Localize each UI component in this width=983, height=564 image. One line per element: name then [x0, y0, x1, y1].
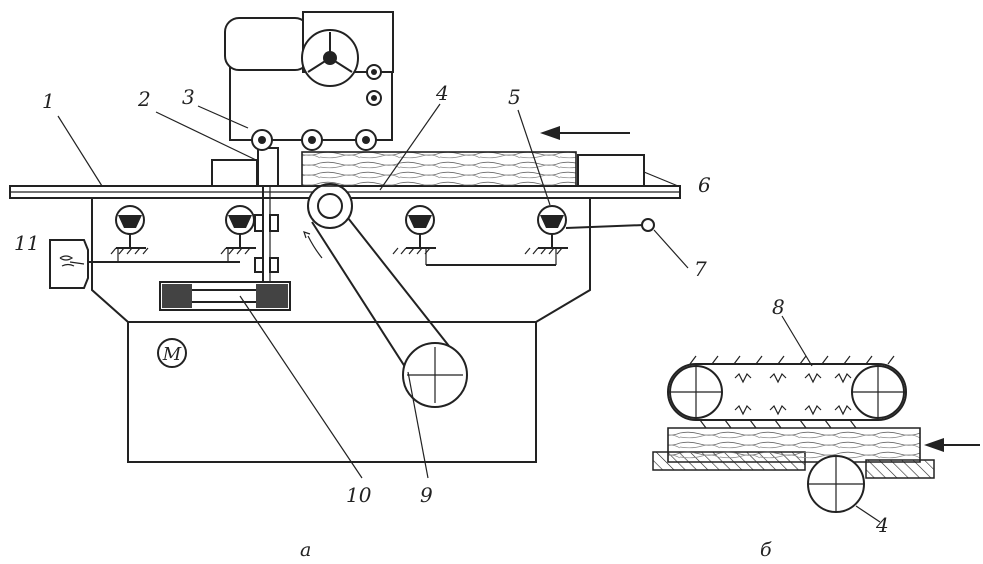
label-4-detail: 4	[875, 513, 889, 537]
workpiece-board	[301, 151, 577, 187]
roller-1	[110, 205, 149, 255]
lever-knob	[641, 218, 655, 232]
guide-block	[577, 154, 645, 187]
label-3: 3	[182, 85, 195, 109]
sublabel-a: а	[300, 539, 311, 561]
stand-body	[127, 321, 537, 463]
label-1: 1	[42, 89, 55, 113]
roller-3	[392, 205, 436, 255]
roller-2	[220, 205, 256, 255]
detail-b	[652, 315, 980, 523]
handwheel	[49, 239, 118, 289]
knife-shaft-drive	[303, 183, 468, 408]
support-rollers	[90, 205, 655, 266]
motor-symbol: M	[157, 338, 187, 368]
sublabel-b: б	[760, 539, 772, 561]
label-2: 2	[137, 87, 151, 111]
leader-lines	[57, 103, 689, 479]
belt-drive	[159, 281, 291, 311]
label-4: 4	[435, 81, 449, 105]
label-5: 5	[508, 85, 521, 109]
label-6: 6	[698, 173, 711, 197]
vertical-spindle-head	[257, 147, 279, 187]
fence-block	[211, 159, 258, 187]
label-11: 11	[14, 231, 39, 255]
label-9: 9	[420, 483, 433, 507]
label-10: 10	[346, 483, 372, 507]
label-8: 8	[772, 295, 785, 319]
roller-4	[524, 205, 568, 255]
feeder-unit	[224, 11, 394, 151]
svg-text:M: M	[162, 344, 182, 365]
label-7: 7	[694, 257, 707, 281]
feed-arrow	[540, 126, 630, 140]
